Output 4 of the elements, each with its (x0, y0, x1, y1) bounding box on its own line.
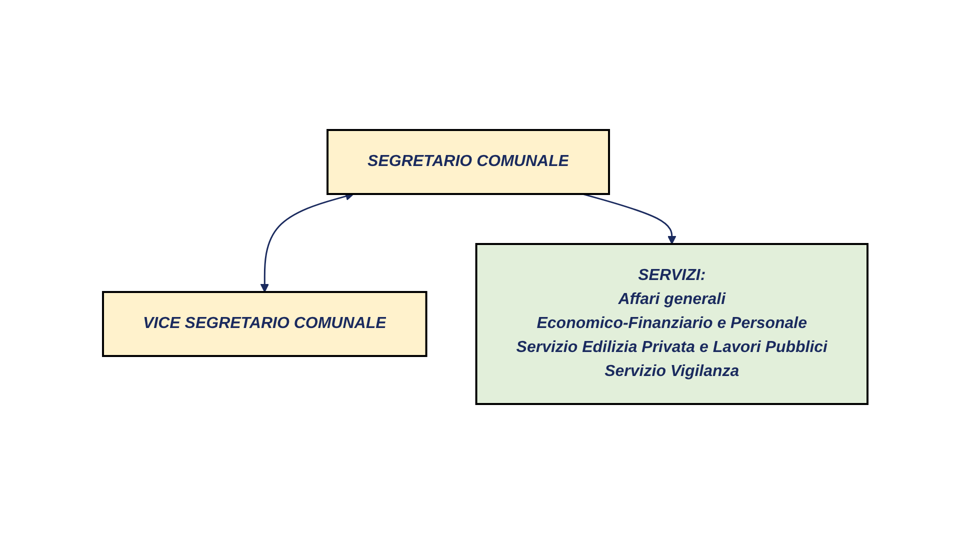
arrow (582, 192, 677, 244)
node-box: SEGRETARIO COMUNALE (326, 128, 610, 194)
node-box: SERVIZI: Affari generali Economico-Finanziario e Personale Servizio Edilizia Privata e Lavori Pubblici Servizio Vigilanza (476, 242, 869, 404)
node-box: VICE SEGRETARIO COMUNALE (102, 290, 428, 356)
